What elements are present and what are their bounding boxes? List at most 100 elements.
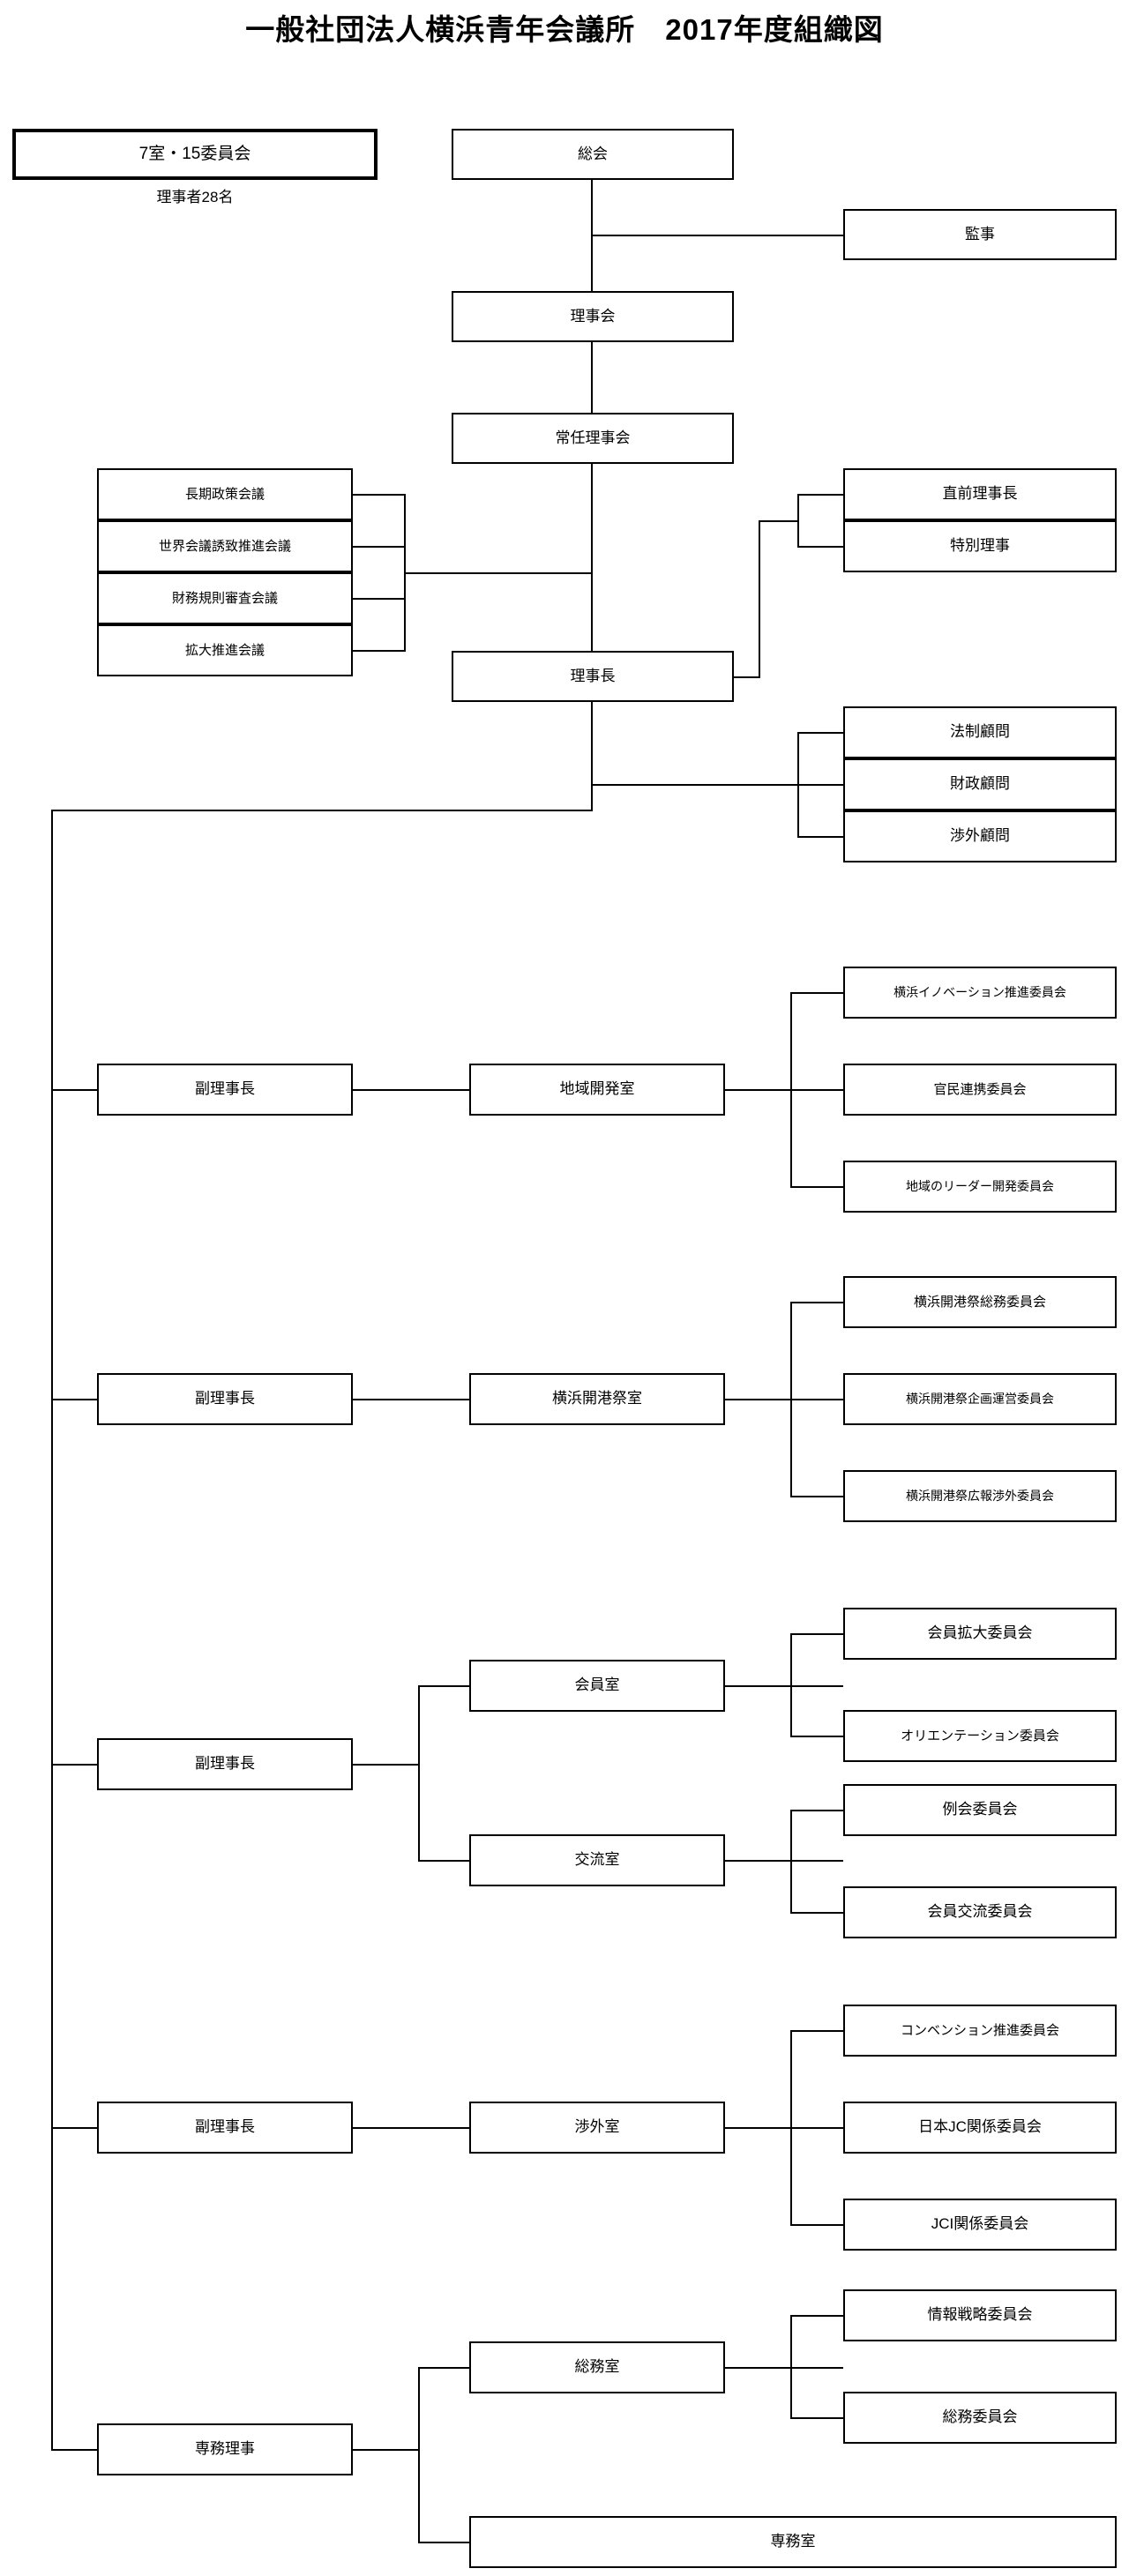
node-council-0[interactable]: 長期政策会議 [97,468,353,520]
connector-to-auditor [591,235,845,236]
node-president-label: 理事長 [570,667,616,684]
connector-officer-2-spine [418,1685,420,1862]
node-room-2-1[interactable]: 交流室 [469,1834,725,1886]
node-committee-4-0-0[interactable]: 情報戦略委員会 [843,2289,1117,2341]
connector-cmt-2-0-1 [790,1736,843,1737]
node-officer-2[interactable]: 副理事長 [97,1738,353,1790]
node-standing-board[interactable]: 常任理事会 [452,413,734,464]
connector-cmt-4-0-1 [790,2417,843,2419]
connector-room-1-0-spine [790,1302,792,1497]
node-committee-0-0-0[interactable]: 横浜イノベーション推進委員会 [843,967,1117,1019]
node-committee-4-0-1[interactable]: 総務委員会 [843,2392,1117,2444]
node-committee-2-0-0[interactable]: 会員拡大委員会 [843,1608,1117,1660]
node-council-3-label: 拡大推進会議 [184,642,265,658]
node-special-officer-1-label: 特別理事 [950,537,1010,555]
node-room-2-1-label: 交流室 [574,1851,620,1869]
connector-officer-2-out [353,1764,420,1766]
connector-advisor-2-stub [797,836,845,838]
connector-cmt-2-1-0 [790,1810,843,1811]
node-room-0-0[interactable]: 地域開発室 [469,1064,725,1116]
connector-officer-3-to-room [353,2127,469,2129]
connector-cmt-3-0-0 [790,2030,843,2032]
node-advisor-2-label: 渉外顧問 [950,827,1010,845]
node-room-2-0[interactable]: 会員室 [469,1660,725,1712]
node-auditor[interactable]: 監事 [843,209,1117,260]
node-officer-1-label: 副理事長 [195,1390,255,1407]
node-officer-0[interactable]: 副理事長 [97,1064,353,1116]
connector-room-4-0-spine [790,2315,792,2419]
connector-council-to-trunk [404,572,593,574]
node-room-1-0[interactable]: 横浜開港祭室 [469,1373,725,1425]
connector-council-1-stub [353,546,406,548]
node-committee-1-0-1[interactable]: 横浜開港祭企画運営委員会 [843,1373,1117,1425]
connector-room-1-0-out [725,1399,843,1400]
node-special-officer-0[interactable]: 直前理事長 [843,468,1117,520]
connector-officer-2-to-room-0 [418,1685,469,1687]
node-committee-1-0-0[interactable]: 横浜開港祭総務委員会 [843,1276,1117,1328]
node-officer-0-label: 副理事長 [195,1080,255,1098]
node-committee-3-0-1[interactable]: 日本JC関係委員会 [843,2102,1117,2154]
node-room-1-0-label: 横浜開港祭室 [552,1390,642,1407]
node-committee-0-0-0-label: 横浜イノベーション推進委員会 [893,985,1066,1000]
connector-officer-4-out [353,2449,420,2451]
node-committee-2-1-0-label: 例会委員会 [942,1801,1018,1818]
node-committee-1-0-0-label: 横浜開港祭総務委員会 [913,1294,1046,1310]
node-officer-4[interactable]: 専務理事 [97,2423,353,2475]
node-room-4-0-label: 総務室 [574,2358,620,2376]
connector-branch-0-stub [51,1089,97,1091]
node-council-2-label: 財務規則審査会議 [171,590,278,606]
connector-council-2-stub [353,598,406,600]
node-room-4-0[interactable]: 総務室 [469,2341,725,2393]
node-board-of-directors[interactable]: 理事会 [452,291,734,342]
node-advisor-1[interactable]: 財政顧問 [843,758,1117,810]
connector-advisor-1-stub [797,784,845,786]
node-board-of-directors-label: 理事会 [570,307,616,325]
node-officer-2-label: 副理事長 [195,1755,255,1773]
connector-officer-4-to-room-1 [418,2542,469,2543]
node-council-2[interactable]: 財務規則審査会議 [97,572,353,624]
node-council-1[interactable]: 世界会議誘致推進会議 [97,520,353,572]
connector-cmt-1-0-0 [790,1302,843,1303]
node-president[interactable]: 理事長 [452,651,734,702]
node-committee-2-0-1[interactable]: オリエンテーション委員会 [843,1710,1117,1762]
connector-special-0-stub [797,494,845,496]
node-committee-3-0-2[interactable]: JCI関係委員会 [843,2199,1117,2251]
connector-room-2-1-spine [790,1810,792,1914]
node-committee-0-0-1[interactable]: 官民連携委員会 [843,1064,1117,1116]
node-officer-3[interactable]: 副理事長 [97,2102,353,2154]
connector-special-to-trunk [759,520,799,522]
connector-officer-2-to-room-1 [418,1860,469,1862]
node-council-0-label: 長期政策会議 [184,486,265,502]
node-advisor-0-label: 法制顧問 [950,723,1010,741]
node-advisor-2[interactable]: 渉外顧問 [843,810,1117,862]
node-room-3-0[interactable]: 渉外室 [469,2102,725,2154]
connector-council-0-stub [353,494,406,496]
node-officer-3-label: 副理事長 [195,2118,255,2136]
node-committee-3-0-1-label: 日本JC関係委員会 [918,2118,1042,2136]
node-special-officer-1[interactable]: 特別理事 [843,520,1117,572]
connector-branch-4-stub [51,2449,97,2451]
node-general-meeting-label: 総会 [578,145,608,162]
node-council-3[interactable]: 拡大推進会議 [97,624,353,676]
node-committee-1-0-2[interactable]: 横浜開港祭広報渉外委員会 [843,1470,1117,1522]
connector-advisor-to-trunk [591,784,799,786]
connector-room-2-1-out [725,1860,843,1862]
node-room-4-1-label: 専務室 [770,2533,816,2550]
connector-officer-0-to-room [353,1089,469,1091]
node-committee-3-0-0[interactable]: コンベンション推進委員会 [843,2005,1117,2057]
node-advisor-0[interactable]: 法制顧問 [843,706,1117,758]
connector-cmt-1-0-2 [790,1496,843,1497]
node-committee-0-0-2[interactable]: 地域のリーダー開発委員会 [843,1161,1117,1213]
node-general-meeting[interactable]: 総会 [452,129,734,180]
node-officer-1[interactable]: 副理事長 [97,1373,353,1425]
connector-officer-4-to-room-0 [418,2367,469,2369]
node-room-4-1[interactable]: 専務室 [469,2516,1117,2568]
summary-rooms-committees-label: 7室・15委員会 [138,144,251,163]
node-committee-3-0-2-label: JCI関係委員会 [931,2215,1029,2233]
node-committee-4-0-1-label: 総務委員会 [942,2408,1018,2426]
node-standing-board-label: 常任理事会 [555,429,631,446]
connector-room-4-0-out [725,2367,843,2369]
node-committee-2-1-0[interactable]: 例会委員会 [843,1784,1117,1836]
node-committee-2-1-1[interactable]: 会員交流委員会 [843,1886,1117,1938]
